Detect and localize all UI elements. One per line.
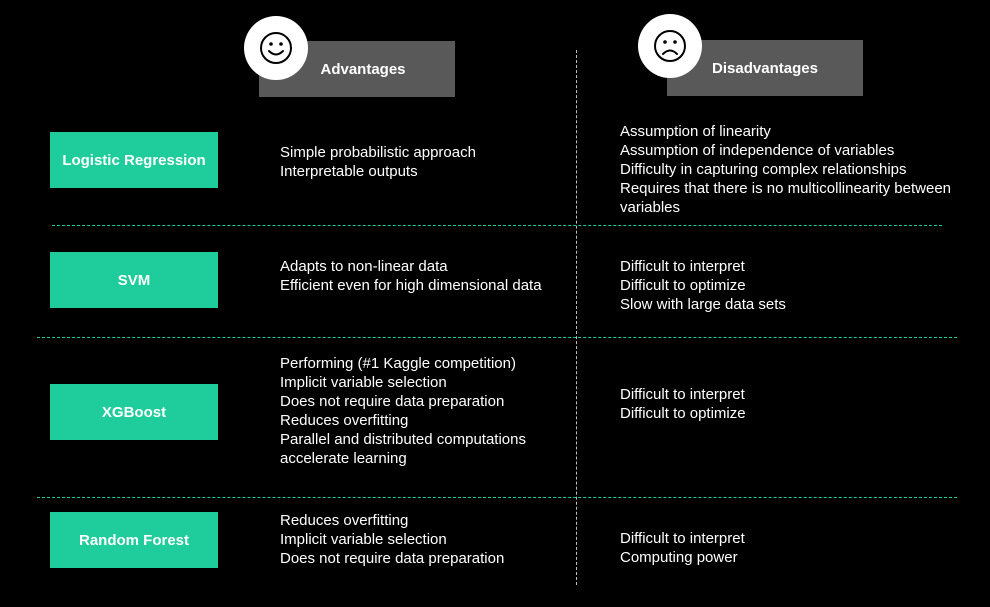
list-item: Performing (#1 Kaggle competition) bbox=[280, 355, 516, 372]
list-item: Difficult to optimize bbox=[620, 277, 746, 294]
disadvantages-header-label: Disadvantages bbox=[712, 59, 818, 77]
model-label-svm: SVM bbox=[50, 252, 218, 308]
list-item: Does not require data preparation bbox=[280, 393, 505, 410]
smiley-face-glyph bbox=[260, 32, 292, 64]
advantages-list: Performing (#1 Kaggle competition) Impli… bbox=[280, 354, 526, 468]
list-item: Difficult to interpret bbox=[620, 258, 745, 275]
disadvantages-list: Difficult to interpret Computing power bbox=[620, 529, 745, 567]
advantages-header-label: Advantages bbox=[320, 60, 406, 78]
list-item: accelerate learning bbox=[280, 450, 407, 467]
sad-face-glyph bbox=[654, 30, 686, 62]
list-item: Assumption of independence of variables bbox=[620, 142, 895, 159]
list-item: Computing power bbox=[620, 549, 738, 566]
row-divider bbox=[37, 497, 957, 498]
smiley-face-icon bbox=[244, 16, 308, 80]
list-item: variables bbox=[620, 199, 681, 216]
column-divider bbox=[576, 50, 577, 585]
model-name: Logistic Regression bbox=[62, 151, 206, 169]
list-item: Efficient even for high dimensional data bbox=[280, 277, 542, 294]
list-item: Difficult to interpret bbox=[620, 386, 745, 403]
row-divider bbox=[37, 337, 957, 338]
list-item: Reduces overfitting bbox=[280, 512, 409, 529]
list-item: Parallel and distributed computations bbox=[280, 431, 526, 448]
list-item: Reduces overfitting bbox=[280, 412, 409, 429]
list-item: Does not require data preparation bbox=[280, 550, 505, 567]
list-item: Assumption of linearity bbox=[620, 123, 771, 140]
list-item: Difficulty in capturing complex relation… bbox=[620, 161, 907, 178]
advantages-list: Adapts to non-linear data Efficient even… bbox=[280, 257, 542, 295]
model-name: SVM bbox=[117, 271, 151, 289]
list-item: Implicit variable selection bbox=[280, 374, 447, 391]
advantages-list: Reduces overfitting Implicit variable se… bbox=[280, 511, 504, 568]
disadvantages-list: Difficult to interpret Difficult to opti… bbox=[620, 385, 746, 423]
list-item: Simple probabilistic approach bbox=[280, 144, 476, 161]
list-item: Adapts to non-linear data bbox=[280, 258, 448, 275]
sad-face-icon bbox=[638, 14, 702, 78]
list-item: Interpretable outputs bbox=[280, 163, 418, 180]
list-item: Implicit variable selection bbox=[280, 531, 447, 548]
list-item: Difficult to optimize bbox=[620, 405, 746, 422]
model-label-logistic-regression: Logistic Regression bbox=[50, 132, 218, 188]
disadvantages-list: Difficult to interpret Difficult to opti… bbox=[620, 257, 786, 314]
list-item: Requires that there is no multicollinear… bbox=[620, 180, 952, 197]
row-divider bbox=[52, 225, 942, 226]
model-name: XGBoost bbox=[101, 403, 167, 421]
model-label-xgboost: XGBoost bbox=[50, 384, 218, 440]
list-item: Slow with large data sets bbox=[620, 296, 786, 313]
disadvantages-list: Assumption of linearity Assumption of in… bbox=[620, 122, 951, 217]
model-name: Random Forest bbox=[78, 531, 189, 549]
advantages-list: Simple probabilistic approach Interpreta… bbox=[280, 143, 476, 181]
list-item: Difficult to interpret bbox=[620, 530, 745, 547]
model-label-random-forest: Random Forest bbox=[50, 512, 218, 568]
